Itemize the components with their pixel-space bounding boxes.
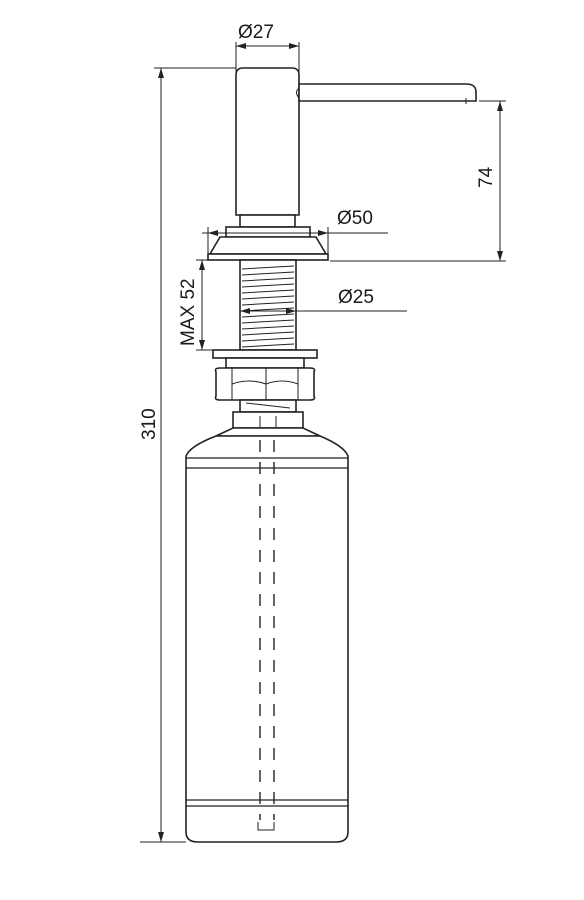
thread-line [241,331,295,336]
thread-line [241,325,295,330]
total-height-label: 310 [139,408,160,440]
soap-bottle [185,435,349,843]
thread-line [241,289,295,294]
dimension-flange-diameter: Ø50 [202,208,388,256]
pump-head [235,67,477,216]
dimension-spout-drop: 74 [330,100,506,262]
threaded-shank [239,259,297,351]
dimension-total-height: 310 [139,67,236,843]
flange-diameter-label: Ø50 [337,208,373,229]
dip-tube [257,440,275,831]
washer [212,349,318,359]
thread-line [241,283,295,288]
thread-line [241,313,295,318]
thread-line [241,271,295,276]
collar [225,214,311,238]
dimension-top-diameter: Ø27 [235,22,300,72]
dimension-max-thickness: MAX 52 [178,259,240,351]
thread-line [241,343,295,348]
thread-line [241,295,295,300]
thread-diameter-label: Ø25 [338,287,374,308]
mounting-flange [207,236,329,261]
thread-line [241,265,295,270]
dimension-thread-diameter: Ø25 [240,287,407,314]
locking-nut [214,357,316,401]
thread-line [241,337,295,342]
top-diameter-label: Ø27 [238,22,274,43]
thread-line [241,319,295,324]
thread-line [241,277,295,282]
thread-line [241,301,295,306]
spout-drop-label: 74 [476,166,497,188]
max-thickness-label: MAX 52 [178,278,199,346]
bottle-neck [215,399,321,437]
